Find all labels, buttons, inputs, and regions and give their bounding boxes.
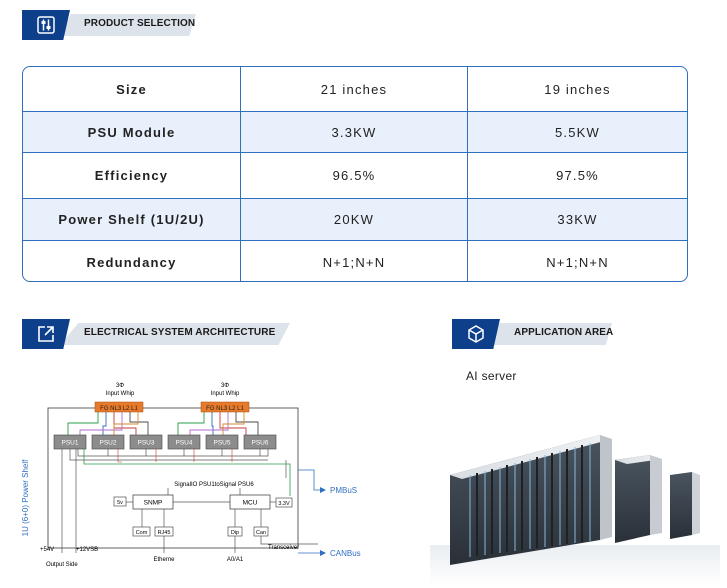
table-row: Redundancy N+1;N+N N+1;N+N [23, 241, 687, 281]
section-title: ELECTRICAL SYSTEM ARCHITECTURE [84, 327, 276, 338]
ethernet-label: Etherne [153, 557, 175, 563]
cell-value: 96.5% [241, 153, 468, 198]
whip-2-phase: 3Φ [221, 383, 229, 389]
a0a1-label: A0/A1 [227, 557, 244, 563]
spec-table: Size 21 inches 19 inches PSU Module 3.3K… [22, 66, 688, 282]
external-link-icon [22, 319, 70, 349]
section-title: PRODUCT SELECTION [84, 18, 196, 29]
cell-value: 97.5% [556, 168, 599, 183]
section-title: APPLICATION AREA [514, 327, 614, 338]
table-row: Size 21 inches 19 inches [23, 67, 687, 111]
row-label: Size [23, 67, 241, 111]
row-label: Power Shelf (1U/2U) [23, 199, 241, 240]
application-text: AI server [466, 369, 517, 383]
cube-icon [452, 319, 500, 349]
cell-value: 33KW [557, 212, 598, 227]
shelf-label: 1U (6+0) Power Shelf [21, 459, 30, 536]
section-header-electrical: ELECTRICAL SYSTEM ARCHITECTURE [22, 319, 290, 349]
whip-1-title: Input Whip [106, 391, 135, 397]
cell-value: 19 inches [544, 81, 611, 97]
psu-label: PSU2 [100, 440, 117, 447]
psu-label: PSU5 [214, 440, 231, 447]
electrical-diagram: 1U (6+0) Power Shelf 3Φ Input Whip FG NL… [21, 383, 361, 568]
can-label: Can [256, 530, 266, 536]
section-header-bar [60, 14, 196, 36]
table-row: Efficiency 96.5% 97.5% [23, 153, 687, 198]
output-side-label: Output Side [46, 562, 78, 568]
section-header-bar [60, 323, 290, 345]
cell-value: 20KW [241, 199, 468, 240]
section-header-application: APPLICATION AREA [452, 319, 614, 349]
row-label: Efficiency [23, 153, 241, 198]
row-label: Redundancy [23, 241, 241, 281]
transceiver-label: Transceiver [268, 545, 299, 551]
psu-row: PSU1 PSU2 PSU3 PSU4 PSU5 PSU6 [53, 434, 277, 450]
rj45-label: RJ45 [158, 530, 171, 536]
whip-1-pins: FG NL3 L2 L1 [100, 406, 138, 412]
whip-2-title: Input Whip [211, 391, 240, 397]
canbus-label: CANBus [330, 549, 361, 558]
mcu-label: MCU [243, 500, 258, 507]
cell-value: N+1;N+N [546, 254, 609, 270]
sliders-icon [22, 10, 70, 40]
section-header-bar [490, 323, 612, 345]
psu-label: PSU1 [62, 440, 79, 447]
section-header-product-selection: PRODUCT SELECTION [22, 10, 198, 40]
table-row: Power Shelf (1U/2U) 20KW 33KW [23, 199, 687, 240]
12vsb-label: +12VSB [76, 547, 98, 553]
psu-label: PSU3 [138, 440, 155, 447]
cell-value: N+1;N+N [241, 241, 468, 281]
table-row: PSU Module 3.3KW 5.5KW [23, 112, 687, 152]
psu-label: PSU4 [176, 440, 193, 447]
cell-value: 21 inches [241, 67, 468, 111]
54v-label: +54V [40, 547, 54, 553]
whip-1-phase: 3Φ [116, 383, 124, 389]
cell-value: 3.3KW [241, 112, 468, 152]
whip-2-pins: FG NL3 L2 L1 [206, 406, 244, 412]
pmbus-label: PMBuS [330, 486, 357, 495]
signal-label: SignalIO PSU1toSignal PSU6 [174, 482, 254, 488]
com-label: Com [136, 530, 148, 536]
cell-value: 5.5KW [554, 124, 600, 140]
snmp-label: SNMP [144, 500, 163, 507]
row-label: PSU Module [23, 112, 241, 152]
server-rack-image [430, 435, 720, 585]
3v3-label: 3.3V [278, 501, 290, 507]
psu-label: PSU6 [252, 440, 269, 447]
dip-label: Dip [231, 530, 239, 536]
5v-label: 5v [117, 500, 123, 506]
